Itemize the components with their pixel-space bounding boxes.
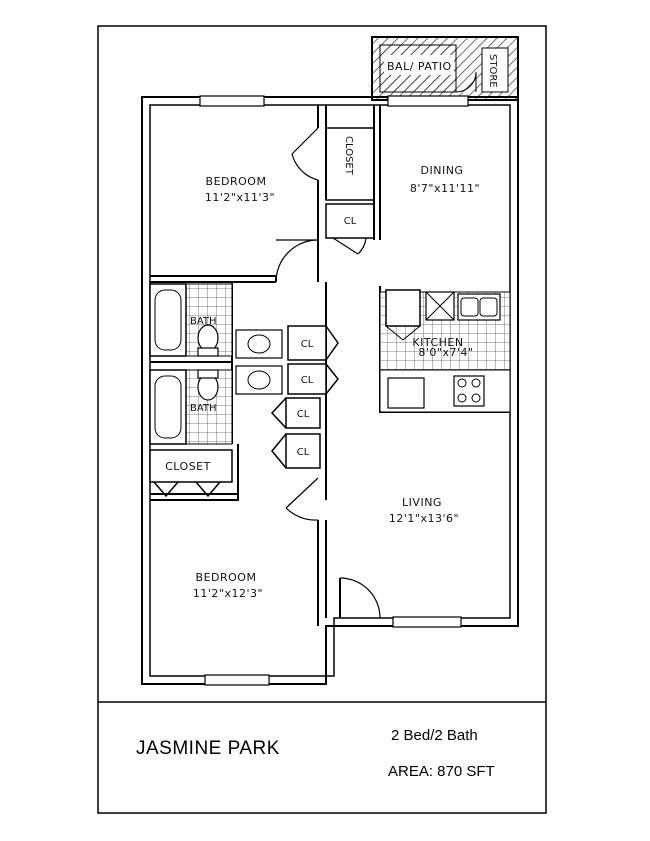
closet-bottom-label: CLOSET bbox=[165, 460, 211, 473]
cl-label-3: CL bbox=[297, 409, 310, 420]
balcony-patio-label: BAL/ PATIO bbox=[387, 60, 452, 73]
bathrooms bbox=[149, 283, 283, 445]
area: AREA: 870 SFT bbox=[388, 763, 495, 780]
kitchen-name: KITCHEN bbox=[412, 336, 463, 349]
page-border bbox=[97, 25, 547, 814]
dining-size: 8'7"x11'11" bbox=[410, 182, 480, 195]
exterior-walls bbox=[141, 96, 519, 685]
bedroom-bottom-size: 11'2"x12'3" bbox=[193, 587, 263, 600]
closets bbox=[149, 325, 339, 498]
cl-label-1: CL bbox=[301, 339, 314, 350]
property-name: JASMINE PARK bbox=[136, 738, 280, 759]
cl-label-2: CL bbox=[301, 375, 314, 386]
kitchen-size: 8'0"x7'4" bbox=[418, 346, 473, 359]
doors bbox=[275, 127, 381, 619]
bedroom-top-size: 11'2"x11'3" bbox=[205, 191, 275, 204]
balcony-patio bbox=[371, 36, 519, 101]
bath-top-label: BATH bbox=[190, 316, 217, 327]
bath-bottom-label: BATH bbox=[190, 403, 217, 414]
bedroom-top-name: BEDROOM bbox=[206, 175, 267, 188]
living-name: LIVING bbox=[402, 496, 442, 509]
windows bbox=[199, 95, 469, 686]
closet-top-label: CLOSET bbox=[343, 136, 354, 176]
dining-name: DINING bbox=[421, 164, 464, 177]
living-size: 12'1"x13'6" bbox=[389, 512, 459, 525]
kitchen bbox=[379, 289, 511, 413]
cl-top-label: CL bbox=[344, 216, 357, 227]
bedroom-bottom-name: BEDROOM bbox=[196, 571, 257, 584]
cl-label-4: CL bbox=[297, 447, 310, 458]
store-label: STORE bbox=[487, 54, 498, 88]
unit-type: 2 Bed/2 Bath bbox=[391, 727, 478, 744]
